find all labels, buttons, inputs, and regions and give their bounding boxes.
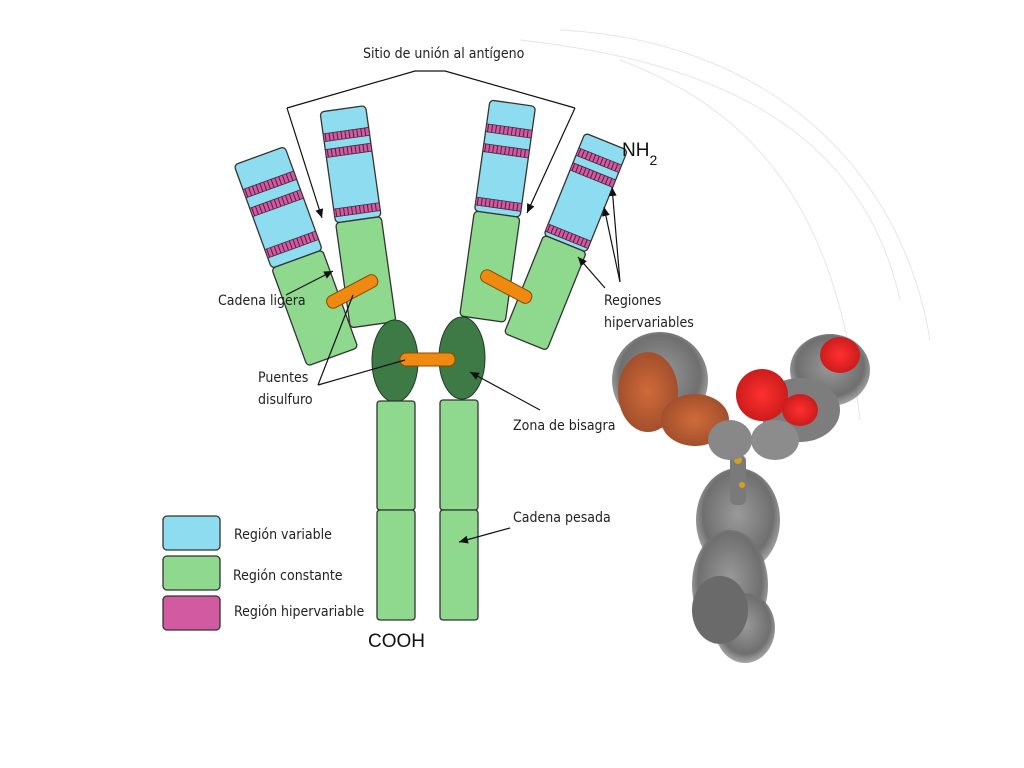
disulfide-bond-left — [326, 274, 379, 309]
heavy-chain-stem-left-lower — [376, 509, 416, 621]
hinge-zone-arrow — [469, 371, 541, 411]
disulfide-bond-hinge — [399, 352, 456, 367]
legend-swatch-hypervariable — [162, 595, 221, 631]
disulfide-bridges-label: Puentes disulfuro — [258, 370, 313, 408]
antigen-site-callout — [286, 70, 576, 219]
heavy-chain-arrow — [458, 527, 511, 544]
disulfide-bond-right — [480, 269, 533, 304]
heavy-chain-stem-left-upper — [376, 400, 416, 511]
light-chain-arrow — [285, 270, 334, 296]
hypervariable-regions-label: Regiones hipervariables — [604, 293, 694, 331]
hypervariable-callout — [577, 186, 621, 289]
heavy-chain-stem-right-upper — [439, 399, 479, 511]
hinge-zone-label: Zona de bisagra — [513, 418, 615, 434]
legend-swatch-variable — [162, 515, 221, 551]
light-chain-right — [504, 133, 628, 350]
legend: Región variable Región constante Región … — [162, 515, 365, 631]
nh2-label: NH2 — [622, 140, 657, 168]
disulfide-callout — [317, 294, 406, 386]
heavy-chain-label: Cadena pesada — [513, 510, 611, 526]
heavy-chain-right-arm — [459, 99, 536, 323]
heavy-chain-stem-right-lower — [439, 509, 479, 621]
antibody-3d-model — [612, 332, 870, 663]
cooh-label: COOH — [368, 631, 425, 652]
legend-label-variable: Región variable — [234, 527, 332, 543]
legend-swatch-constant — [162, 555, 221, 591]
legend-label-constant: Región constante — [233, 568, 343, 584]
antigen-site-label: Sitio de unión al antígeno — [363, 46, 525, 62]
legend-label-hypervariable: Región hipervariable — [234, 604, 365, 620]
heavy-chain-left-arm — [319, 105, 397, 329]
light-chain-label: Cadena ligera — [218, 293, 306, 309]
